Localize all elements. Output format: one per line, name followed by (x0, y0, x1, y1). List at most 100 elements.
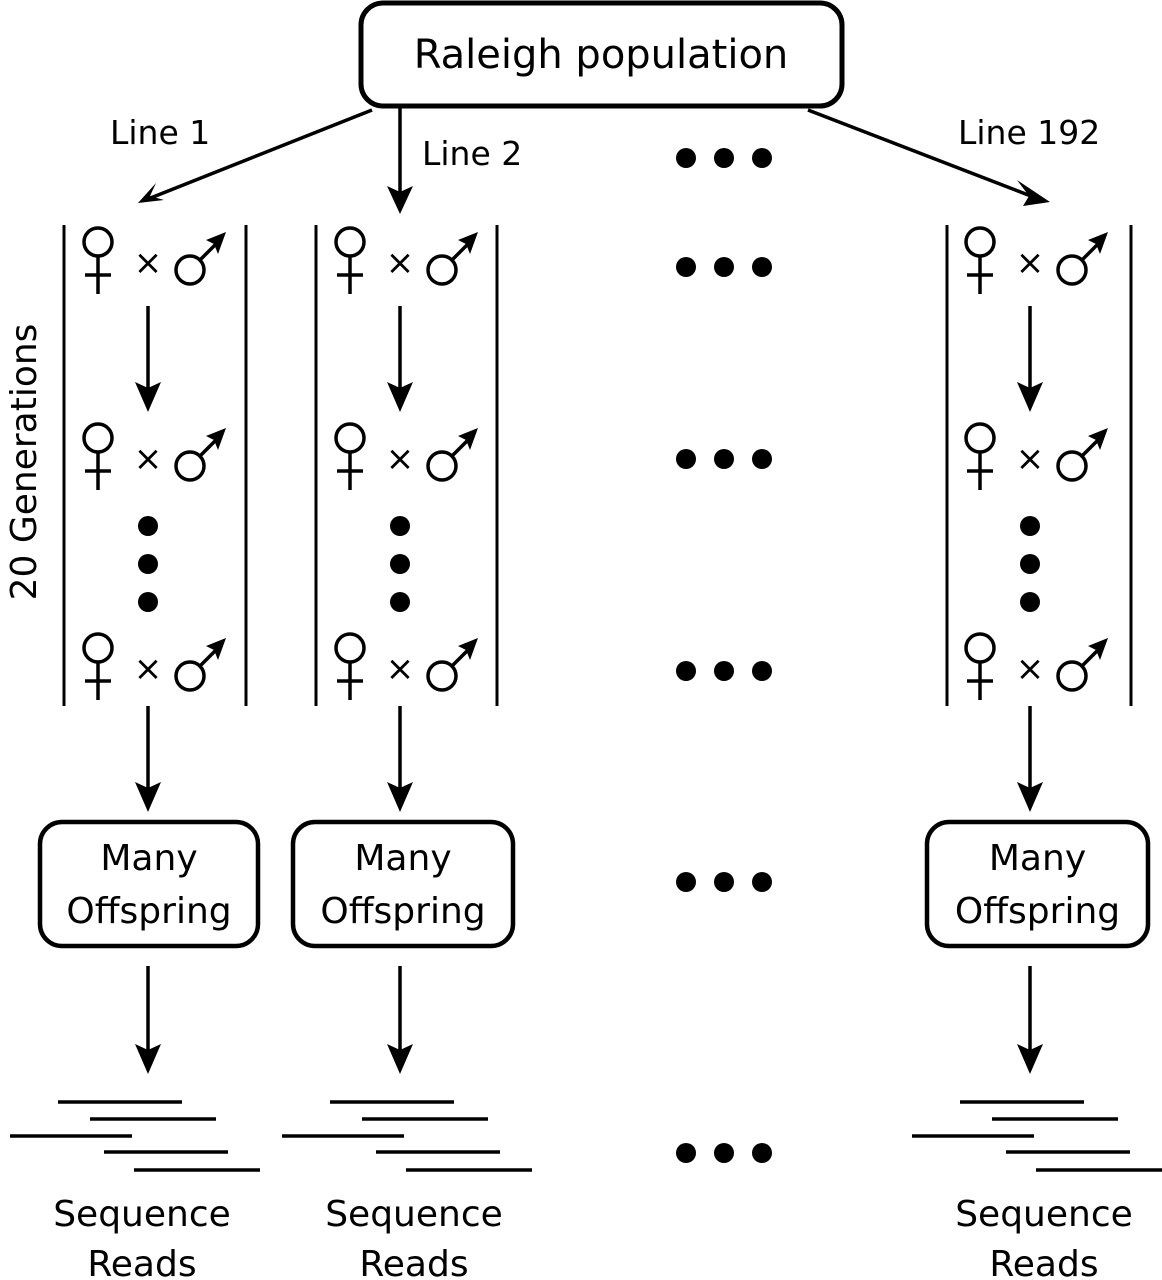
line-label-1: Line 1 (110, 113, 210, 152)
cross-pair: × (334, 632, 478, 700)
arrowhead-icon (387, 1044, 413, 1074)
vertical-ellipsis (1020, 516, 1040, 612)
ellipsis-dot (676, 1143, 696, 1163)
cross-pair: × (82, 632, 226, 700)
offspring-label-line1: Many (100, 838, 197, 879)
male-symbol-icon (1056, 428, 1108, 482)
female-symbol-icon (334, 632, 366, 700)
male-symbol-icon (174, 428, 226, 482)
arrowhead-icon (387, 382, 413, 412)
male-symbol-icon (174, 232, 226, 286)
female-symbol-icon (82, 422, 114, 490)
reads-label-line2: Reads (989, 1244, 1098, 1280)
cross-pair: × (964, 226, 1108, 294)
cross-symbol: × (1016, 243, 1045, 283)
ellipsis-dot (676, 449, 696, 469)
ellipsis-dot (714, 449, 734, 469)
offspring-label-line1: Many (354, 838, 451, 879)
cross-symbol: × (1016, 649, 1045, 689)
arrowhead-icon (1017, 1044, 1043, 1074)
cross-pair: × (964, 632, 1108, 700)
ellipsis-dot (752, 257, 772, 277)
arrowhead-icon (135, 1044, 161, 1074)
horizontal-ellipsis (676, 148, 772, 168)
ellipsis-rows (676, 148, 772, 1163)
ellipsis-dot (138, 554, 158, 574)
reads-label-line1: Sequence (325, 1194, 503, 1235)
offspring-box (37, 819, 261, 949)
arrowhead-icon (1017, 382, 1043, 412)
sequencing-arrow (135, 966, 161, 1074)
ellipsis-dot (390, 516, 410, 536)
horizontal-ellipsis (676, 449, 772, 469)
cross-pair: × (334, 226, 478, 294)
cross-symbol: × (134, 649, 163, 689)
horizontal-ellipsis (676, 257, 772, 277)
root-box (358, 0, 845, 109)
male-symbol-icon (426, 232, 478, 286)
ellipsis-dot (676, 872, 696, 892)
vertical-ellipsis (138, 516, 158, 612)
line-label-2: Line 2 (422, 134, 522, 173)
female-symbol-icon (334, 422, 366, 490)
arrowhead-icon (138, 183, 164, 203)
offspring-label-line2: Offspring (320, 891, 485, 932)
branch-arrow-line-1 (138, 108, 373, 203)
ellipsis-dot (1020, 516, 1040, 536)
female-symbol-icon (964, 226, 996, 294)
root-node: Raleigh population (358, 0, 845, 109)
ellipsis-dot (714, 872, 734, 892)
female-symbol-icon (82, 632, 114, 700)
male-symbol-icon (174, 638, 226, 692)
ellipsis-dot (714, 257, 734, 277)
cross-symbol: × (1016, 439, 1045, 479)
sequence-reads-icon (282, 1100, 532, 1172)
ellipsis-dot (714, 1143, 734, 1163)
offspring-arrow (1017, 706, 1043, 812)
arrowhead-icon (387, 186, 413, 214)
ellipsis-dot (1020, 554, 1040, 574)
horizontal-ellipsis (676, 1143, 772, 1163)
root-label: Raleigh population (414, 32, 789, 78)
offspring-arrow (387, 706, 413, 812)
ellipsis-dot (752, 661, 772, 681)
ellipsis-dot (138, 516, 158, 536)
cross-symbol: × (134, 439, 163, 479)
reads-label-line1: Sequence (53, 1194, 231, 1235)
cross-pair: × (82, 422, 226, 490)
female-symbol-icon (964, 422, 996, 490)
arrowhead-icon (387, 782, 413, 812)
offspring-label-line1: Many (989, 838, 1086, 879)
offspring-arrow (135, 706, 161, 812)
arrowhead-icon (135, 382, 161, 412)
line-label-192: Line 192 (958, 113, 1100, 152)
generations-label: 20 Generations (4, 324, 45, 601)
sequence-reads-icon (912, 1100, 1162, 1172)
ellipsis-dot (1020, 592, 1040, 612)
horizontal-ellipsis (676, 661, 772, 681)
ellipsis-dot (390, 554, 410, 574)
cross-pair: × (964, 422, 1108, 490)
arrowhead-icon (135, 782, 161, 812)
cross-symbol: × (386, 649, 415, 689)
sequence-reads-icon (10, 1100, 260, 1172)
branch-arrow-line-2 (387, 108, 413, 214)
male-symbol-icon (1056, 638, 1108, 692)
female-symbol-icon (964, 632, 996, 700)
ellipsis-dot (752, 148, 772, 168)
cross-pair: × (82, 226, 226, 294)
arrowhead-icon (1017, 782, 1043, 812)
offspring-label-line2: Offspring (955, 891, 1120, 932)
female-symbol-icon (334, 226, 366, 294)
cross-symbol: × (386, 243, 415, 283)
offspring-box (290, 819, 516, 949)
ellipsis-dot (714, 148, 734, 168)
ellipsis-dot (676, 661, 696, 681)
generation-arrow (1017, 306, 1043, 412)
female-symbol-icon (82, 226, 114, 294)
